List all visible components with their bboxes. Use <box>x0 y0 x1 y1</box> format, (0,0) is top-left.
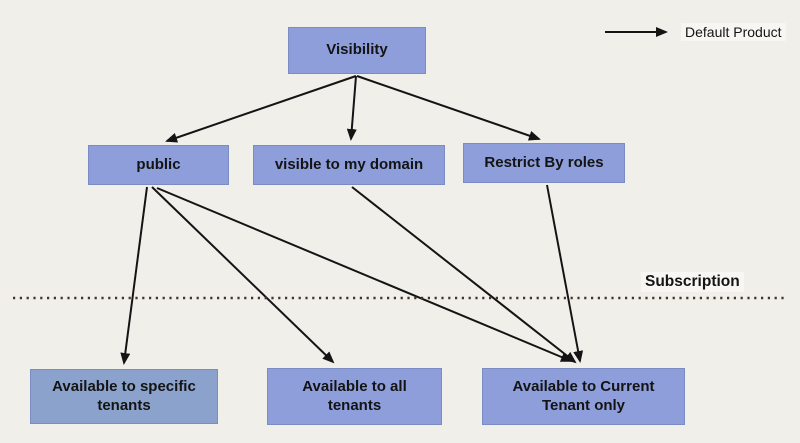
node-available-current-tenant: Available to Current Tenant only <box>482 368 685 425</box>
edge-domain-current <box>351 186 577 364</box>
edge-restrict-current <box>546 184 584 363</box>
edge-visibility-restrict <box>356 75 541 141</box>
node-available-all-tenants: Available to all tenants <box>267 368 442 425</box>
node-visibility: Visibility <box>288 27 426 74</box>
node-available-all-tenants-label: Available to all tenants <box>302 377 407 414</box>
node-available-specific-tenants-label: Available to specific tenants <box>52 377 196 414</box>
legend-default-product-label: Default Product <box>681 23 786 41</box>
node-restrict-by-roles: Restrict By roles <box>463 143 625 183</box>
edge-visibility-public <box>165 75 357 143</box>
node-available-specific-tenants: Available to specific tenants <box>30 369 218 424</box>
node-public-label: public <box>136 155 181 173</box>
node-visible-to-my-domain-label: visible to my domain <box>274 155 424 173</box>
subscription-separator-label: Subscription <box>641 272 744 292</box>
edge-visibility-domain <box>346 75 357 141</box>
node-visibility-label: Visibility <box>326 41 388 59</box>
node-public: public <box>88 145 229 185</box>
edge-public-current <box>156 187 573 362</box>
node-available-current-tenant-label: Available to Current Tenant only <box>512 377 655 414</box>
node-restrict-by-roles-label: Restrict By roles <box>484 153 604 171</box>
edge-public-specific <box>120 186 148 365</box>
edge-public-all <box>151 186 335 364</box>
node-visible-to-my-domain: visible to my domain <box>253 145 445 185</box>
